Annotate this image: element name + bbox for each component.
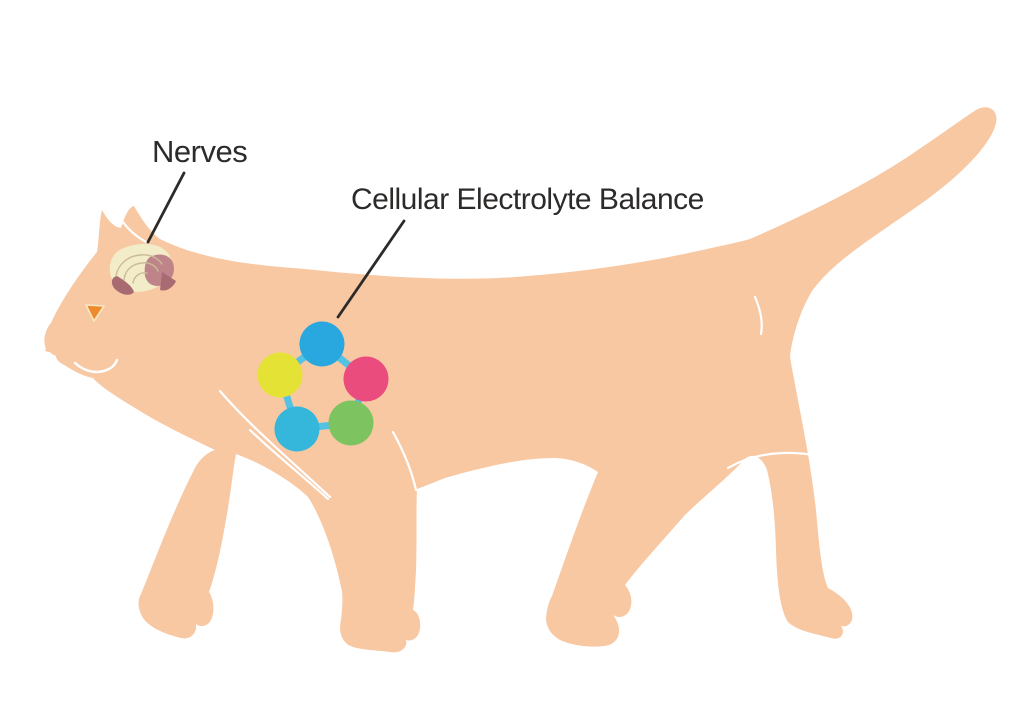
electrolyte-node-top: [299, 321, 345, 367]
electrolyte-node-left: [257, 352, 303, 398]
electrolyte-cluster: [257, 321, 389, 452]
shoulder-line-2: [248, 428, 330, 501]
electrolyte-node-bottom-right: [328, 400, 374, 446]
tail-notch-line: [753, 295, 763, 336]
front-leg-line: [391, 430, 418, 492]
electrolyte-node-bottom-left: [274, 406, 320, 452]
body-detail-lines: [73, 211, 820, 501]
brain-fold-line-middle: [123, 262, 159, 281]
hind-leg-line: [726, 451, 820, 470]
brainstem-wedge: [160, 272, 176, 291]
nerves-label: Nerves: [152, 134, 248, 169]
mouth-smile-line: [73, 358, 119, 374]
brain-fold-lines: [115, 254, 163, 284]
electrolyte-leader-line: [336, 219, 406, 319]
brain-fold-line-inner: [132, 272, 148, 284]
electrolyte-node-right: [343, 356, 389, 402]
brain-illustration: [109, 244, 176, 295]
brainstem-shape: [111, 276, 134, 295]
cat-eye: [85, 304, 105, 322]
cat-body-silhouette: [44, 107, 997, 653]
cellular-electrolyte-balance-label: Cellular Electrolyte Balance: [351, 183, 704, 216]
shoulder-line-1: [218, 389, 332, 499]
nerves-leader-line: [146, 171, 186, 244]
ear-fold-line: [115, 211, 148, 244]
brain-fold-line-outer: [115, 254, 163, 277]
leader-lines: [146, 171, 406, 319]
